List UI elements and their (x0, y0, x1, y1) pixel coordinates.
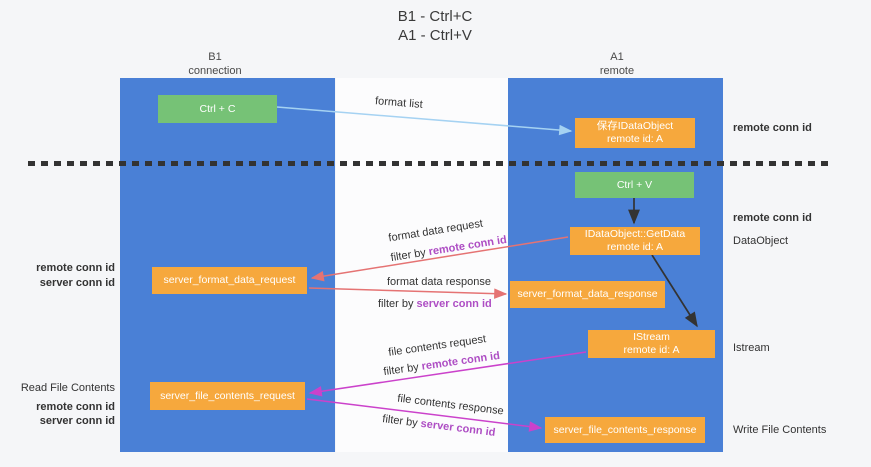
node-server-file-contents-response-label: server_file_contents_response (553, 423, 697, 436)
lane-header-a1-sub: remote (599, 65, 635, 77)
label-format-data-response: format data response (387, 276, 491, 288)
annotation-remote-conn-id-top: remote conn id (733, 122, 812, 134)
node-server-format-data-request: server_format_data_request (152, 267, 307, 294)
lane-header-b1: B1 connection (135, 50, 295, 78)
annotation-dataobject: DataObject (733, 235, 789, 247)
annotation-left-remote-conn-id-2: remote conn id (36, 401, 115, 413)
node-server-format-data-response-label: server_format_data_response (517, 288, 658, 300)
annotation-remote-conn-id-mid: remote conn id (733, 212, 812, 224)
node-save-idataobject: 保存IDataObject remote id: A (575, 118, 695, 148)
node-istream: IStream remote id: A (588, 330, 715, 358)
node-istream-line1: IStream (633, 331, 670, 343)
annotation-read-file-contents: Read File Contents (20, 382, 115, 394)
node-server-file-contents-response: server_file_contents_response (545, 417, 705, 443)
node-ctrl-c-label: Ctrl + C (199, 102, 236, 115)
lane-header-a1-name: A1 (610, 51, 624, 63)
lane-header-b1-name: B1 (208, 51, 222, 63)
node-save-idataobject-line2: remote id: A (606, 133, 664, 145)
annotation-istream: Istream (733, 342, 770, 354)
phase-separator-dashed-line (28, 161, 834, 166)
node-ctrl-v: Ctrl + V (575, 172, 694, 198)
node-istream-line2: remote id: A (623, 344, 680, 356)
annotation-left-server-conn-id-1: server conn id (39, 277, 115, 289)
node-server-format-data-response: server_format_data_response (510, 281, 665, 308)
node-server-file-contents-request-label: server_file_contents_request (160, 389, 295, 402)
node-idataobject-getdata-line1: IDataObject::GetData (584, 228, 686, 240)
node-ctrl-v-label: Ctrl + V (616, 178, 653, 191)
node-save-idataobject-line1: 保存IDataObject (596, 120, 674, 132)
title-line-1: B1 - Ctrl+C (397, 8, 473, 25)
annotation-left-remote-conn-id-1: remote conn id (36, 262, 115, 274)
node-server-file-contents-request: server_file_contents_request (150, 382, 305, 410)
annotation-left-server-conn-id-2: server conn id (39, 415, 115, 427)
node-ctrl-c: Ctrl + C (158, 95, 277, 123)
server-conn-id-text: server conn id (416, 298, 492, 310)
node-idataobject-getdata: IDataObject::GetData remote id: A (570, 227, 700, 255)
node-idataobject-getdata-line2: remote id: A (606, 241, 664, 253)
title-line-2: A1 - Ctrl+V (398, 27, 472, 44)
lane-header-a1: A1 remote (537, 50, 697, 78)
lane-header-b1-sub: connection (188, 65, 242, 77)
label-filter-server-1: filter by server conn id (378, 298, 492, 310)
annotation-write-file-contents: Write File Contents (733, 424, 827, 436)
node-server-format-data-request-label: server_format_data_request (163, 274, 296, 286)
filter-by-text: filter by (378, 298, 414, 310)
diagram-title: B1 - Ctrl+C A1 - Ctrl+V (300, 7, 570, 45)
